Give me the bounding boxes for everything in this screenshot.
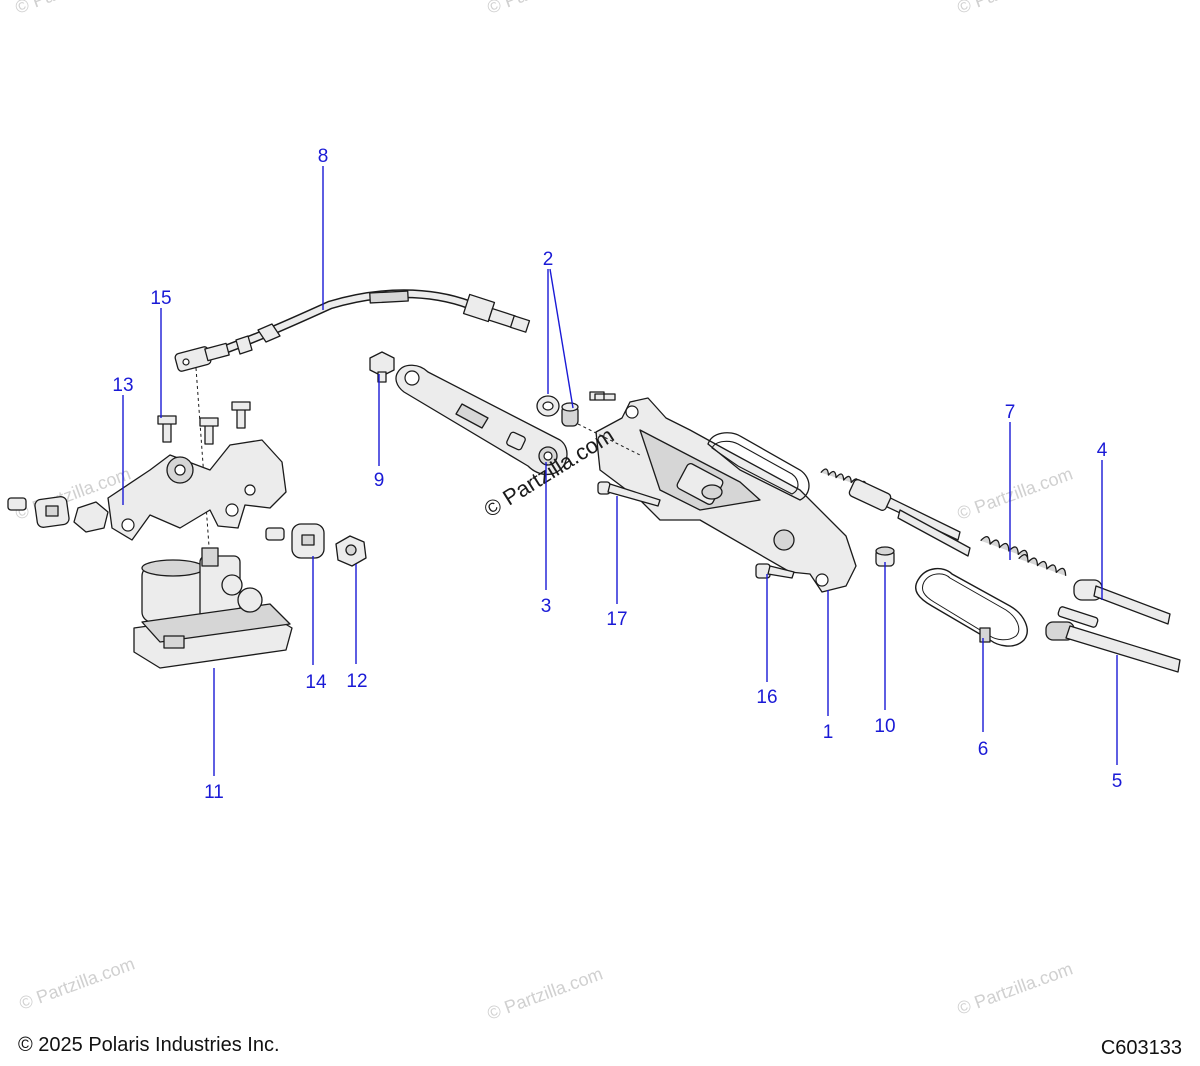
shift-link-illustration [395, 364, 568, 476]
callout-7[interactable]: 7 [1005, 402, 1016, 423]
bolt-9-illustration [369, 351, 395, 383]
callout-labels: 8 15 13 9 2 3 17 16 1 10 6 7 4 5 11 14 1… [112, 146, 1122, 803]
callout-6[interactable]: 6 [978, 739, 989, 760]
watermark: © Partzilla.com [13, 0, 134, 18]
actuator-illustration [133, 547, 293, 669]
spring-fork-illustration [820, 468, 1067, 576]
left-hardware-illustration [7, 496, 109, 533]
shift-cable-illustration [174, 289, 531, 561]
fork-housing-illustration [577, 397, 857, 593]
callout-16[interactable]: 16 [756, 687, 777, 708]
bushing-illustration [536, 391, 616, 427]
callout-17[interactable]: 17 [606, 609, 627, 630]
callout-8[interactable]: 8 [318, 146, 329, 167]
pin-10-illustration [875, 546, 895, 567]
callout-12[interactable]: 12 [346, 671, 367, 692]
callout-14[interactable]: 14 [305, 672, 327, 693]
watermark: © Partzilla.com [955, 463, 1076, 523]
leader-lines [122, 166, 1118, 776]
callout-13[interactable]: 13 [112, 375, 133, 396]
callout-3[interactable]: 3 [541, 596, 552, 617]
copyright-notice: © 2025 Polaris Industries Inc. [18, 1034, 280, 1056]
callout-4[interactable]: 4 [1097, 440, 1108, 461]
drawing-number: C603133 [1100, 1037, 1182, 1059]
bolt-17-illustration [597, 481, 661, 507]
leader-2b [549, 268, 574, 409]
bracket-illustration [107, 439, 287, 541]
callout-9[interactable]: 9 [374, 470, 385, 491]
callout-15[interactable]: 15 [150, 288, 171, 309]
watermark: © Partzilla.com [955, 0, 1076, 18]
retainer-6-illustration [914, 567, 1028, 647]
callout-10[interactable]: 10 [874, 716, 895, 737]
callout-11[interactable]: 11 [204, 782, 224, 803]
watermark: © Partzilla.com [17, 953, 138, 1013]
watermark: © Partzilla.com [485, 963, 606, 1023]
bolt-set-illustration [157, 401, 251, 445]
callout-5[interactable]: 5 [1112, 771, 1123, 792]
washer-nut-illustration [265, 523, 367, 567]
watermark: © Partzilla.com [485, 0, 606, 18]
watermark: © Partzilla.com [955, 958, 1076, 1018]
fork-end-4-illustration [1073, 579, 1171, 625]
fork-end-5-illustration [1045, 606, 1181, 673]
callout-2[interactable]: 2 [543, 249, 554, 270]
callout-1[interactable]: 1 [823, 722, 834, 743]
